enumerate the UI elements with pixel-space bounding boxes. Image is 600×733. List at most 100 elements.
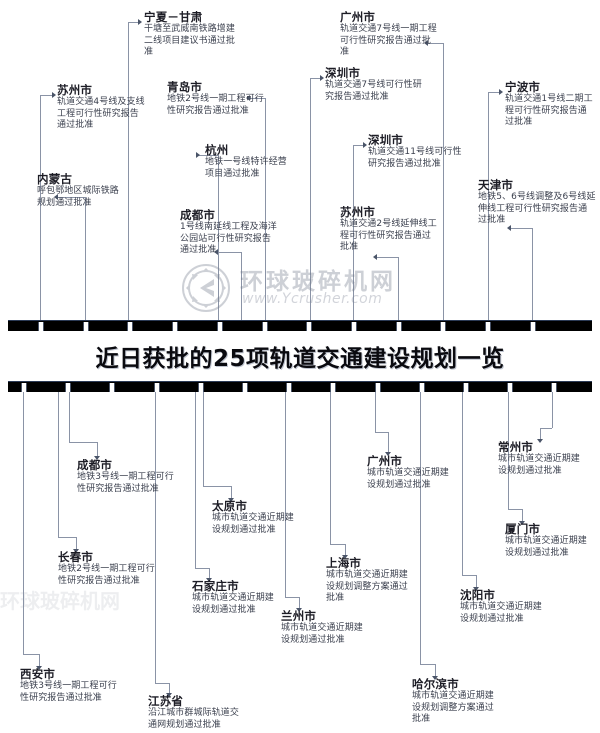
entry-city: 深圳市 <box>325 66 361 80</box>
top-timeline-tick[interactable] <box>216 322 223 331</box>
bottom-timeline-tick[interactable] <box>197 383 204 392</box>
timeline-entry-suzhou-line2[interactable]: 苏州市 轨道交通2号线延伸线工程可行性研究报告通过批准 <box>340 205 440 254</box>
bottom-timeline-tick[interactable] <box>21 383 27 392</box>
bottom-timeline-tick[interactable] <box>242 383 248 392</box>
connector-stem <box>388 432 389 452</box>
entry-detail: 城市轨道交通近期建设规划通过批准 <box>281 623 363 645</box>
connector-elbow <box>23 654 39 655</box>
timeline-entry-tianjin[interactable]: 天津市 地铁5、6号线调整及6号线延伸线工程可行性研究报告通过批准 <box>478 178 596 227</box>
entry-detail: 轨道交通7号线可行性研究报告通过批准 <box>325 80 422 102</box>
bottom-timeline-tick[interactable] <box>418 383 425 392</box>
bottom-timeline-tick[interactable] <box>551 383 558 392</box>
entry-city: 厦门市 <box>505 522 541 536</box>
entry-detail: 地铁2号线一期工程可行性研究报告通过批准 <box>167 94 264 116</box>
top-timeline-tick[interactable] <box>395 322 402 331</box>
connector-stem <box>345 544 346 555</box>
entry-detail: 地铁一号线特许经营项目通过批准 <box>205 157 287 179</box>
connector-stem <box>97 442 98 456</box>
timeline-entry-changchun[interactable]: 长春市 地铁2号线一期工程可行性研究报告通过批准 <box>58 550 158 587</box>
timeline-entry-shijiazhuang[interactable]: 石家庄市 城市轨道交通近期建设规划通过批准 <box>192 579 280 616</box>
top-timeline-tick[interactable] <box>82 322 89 331</box>
connector-stem <box>540 428 541 439</box>
connector-elbow <box>375 432 388 433</box>
connector-elbow <box>128 22 138 23</box>
bottom-timeline-tick[interactable] <box>463 383 469 392</box>
bottom-timeline-tick[interactable] <box>153 383 160 392</box>
connector-elbow <box>488 92 499 93</box>
timeline-entry-chengdu-line3[interactable]: 成都市 地铁3号线一期工程可行性研究报告通过批准 <box>77 458 177 495</box>
bottom-timeline-tick[interactable] <box>109 383 116 392</box>
entry-city: 宁波市 <box>505 80 541 94</box>
top-timeline-tick[interactable] <box>38 322 44 331</box>
timeline-entry-taiyuan[interactable]: 太原市 城市轨道交通近期建设规划通过批准 <box>212 499 300 536</box>
bottom-timeline-tick[interactable] <box>330 383 337 392</box>
entry-detail: 1号线南延线工程及海洋公园站可行性研究报告通过批准 <box>180 222 277 255</box>
entry-detail: 城市轨道交通近期建设规划通过批准 <box>212 513 294 535</box>
connector-elbow <box>508 509 522 510</box>
bottom-timeline-tick[interactable] <box>374 383 381 392</box>
connector-arrow-icon <box>228 498 234 502</box>
timeline-entry-harbin[interactable]: 哈尔滨市 城市轨道交通近期建设规划调整方案通过批准 <box>412 677 500 726</box>
timeline-entry-jiangsu[interactable]: 江苏省 沿江城市群城际轨道交通网规划通过批准 <box>148 694 248 731</box>
connector-stem <box>310 78 311 321</box>
connector-arrow-icon <box>36 666 42 670</box>
connector-stem <box>299 597 300 608</box>
connector-elbow <box>310 78 320 79</box>
connector-arrow-icon <box>363 142 367 148</box>
timeline-entry-ningxia-gansu[interactable]: 宁夏－甘肃 干塘至武威南铁路增建二线项目建议书通过批准 <box>144 10 244 59</box>
entry-city: 天津市 <box>478 178 514 192</box>
top-timeline-tick[interactable] <box>172 322 179 331</box>
connector-stem <box>231 486 232 498</box>
connector-stem <box>40 95 41 321</box>
entry-city: 杭州 <box>205 143 229 157</box>
timeline-entry-hangzhou[interactable]: 杭州 地铁一号线特许经营项目通过批准 <box>205 143 293 180</box>
timeline-entry-xiamen[interactable]: 厦门市 城市轨道交通近期建设规划通过批准 <box>505 522 593 559</box>
bottom-timeline-tick[interactable] <box>286 383 293 392</box>
timeline-entry-shanghai[interactable]: 上海市 城市轨道交通近期建设规划调整方案通过批准 <box>326 556 414 605</box>
connector-stem <box>128 22 129 321</box>
timeline-entry-inner-mongolia[interactable]: 内蒙古 呼包鄂地区城际铁路规划通过批准 <box>37 172 125 209</box>
entry-detail: 城市轨道交通近期建设规划调整方案通过批准 <box>412 691 494 724</box>
connector-stem <box>265 98 266 321</box>
connector-elbow <box>69 442 97 443</box>
timeline-entry-guangzhou-line7[interactable]: 广州市 轨道交通7号线一期工程可行性研究报告通过批准 <box>340 10 440 59</box>
timeline-entry-shenyang[interactable]: 沈阳市 城市轨道交通近期建设规划通过批准 <box>460 588 548 625</box>
top-timeline-tick[interactable] <box>485 322 491 331</box>
timeline-entry-guangzhou-plan[interactable]: 广州市 城市轨道交通近期建设规划通过批准 <box>367 454 455 491</box>
connector-elbow <box>203 486 231 487</box>
entry-detail: 城市轨道交通近期建设规划通过批准 <box>367 468 449 490</box>
timeline-entry-suzhou-line4[interactable]: 苏州市 轨道交通4号线及支线工程可行性研究报告通过批准 <box>57 83 145 132</box>
timeline-entry-shenzhen-line11[interactable]: 深圳市 轨道交通11号线可行性研究报告通过批准 <box>368 133 468 170</box>
connector-elbow <box>330 544 345 545</box>
entry-detail: 城市轨道交通近期建设规划通过批准 <box>460 602 542 624</box>
timeline-entry-ningbo-line1[interactable]: 宁波市 轨道交通1号线二期工程可行性研究报告通过批准 <box>505 80 593 129</box>
top-timeline-tick[interactable] <box>306 322 313 331</box>
connector-stem <box>476 575 477 587</box>
entry-city: 兰州市 <box>281 609 317 623</box>
entry-detail: 城市轨道交通近期建设规划调整方案通过批准 <box>326 570 408 603</box>
timeline-entry-changzhou[interactable]: 常州市 城市轨道交通近期建设规划通过批准 <box>498 440 586 477</box>
timeline-entry-lanzhou[interactable]: 兰州市 城市轨道交通近期建设规划通过批准 <box>281 609 369 646</box>
top-timeline-tick[interactable] <box>440 322 447 331</box>
bottom-timeline-tick[interactable] <box>65 383 72 392</box>
connector-arrow-icon <box>424 40 428 46</box>
bottom-timeline-bar <box>8 381 592 392</box>
connector-stem <box>203 392 204 486</box>
top-timeline-tick[interactable] <box>529 322 536 331</box>
entry-city: 上海市 <box>326 556 362 570</box>
connector-stem <box>522 509 523 521</box>
timeline-entry-xian[interactable]: 西安市 地铁3号线一期工程可行性研究报告通过批准 <box>20 667 120 704</box>
connector-arrow-icon <box>473 587 479 591</box>
top-timeline-tick[interactable] <box>350 322 357 331</box>
connector-elbow <box>540 428 552 429</box>
timeline-entry-qingdao[interactable]: 青岛市 地铁2号线一期工程可行性研究报告通过批准 <box>167 80 267 117</box>
timeline-entry-chengdu-line1-south[interactable]: 成都市 1号线南延线工程及海洋公园站可行性研究报告通过批准 <box>180 208 280 257</box>
top-timeline-tick[interactable] <box>127 322 134 331</box>
timeline-entry-shenzhen-line7[interactable]: 深圳市 轨道交通7号线可行性研究报告通过批准 <box>325 66 425 103</box>
top-timeline-tick[interactable] <box>261 322 268 331</box>
connector-stem <box>209 568 210 578</box>
bottom-timeline-tick[interactable] <box>507 383 514 392</box>
connector-elbow <box>250 98 265 99</box>
entry-city: 太原市 <box>212 499 248 513</box>
